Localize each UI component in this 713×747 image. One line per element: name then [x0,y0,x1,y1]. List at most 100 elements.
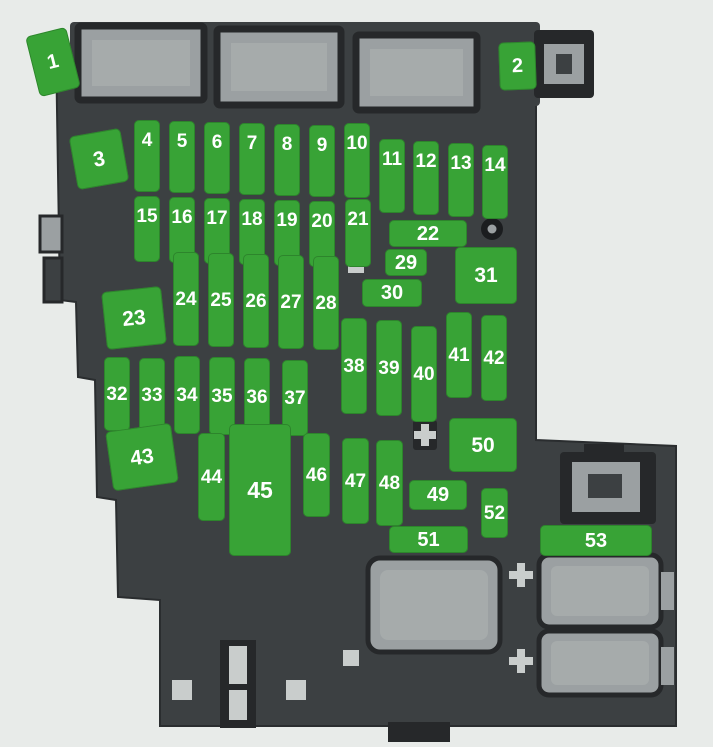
fuse-number: 53 [584,529,608,552]
fuse-number: 27 [280,291,302,313]
fuse-number: 10 [346,133,368,154]
fuse-49: 49 [409,480,467,510]
fuse-12: 12 [413,141,439,215]
fuse-26: 26 [243,254,269,348]
left-clip-top [38,214,64,254]
fuse-number: 24 [175,288,197,310]
fuse-34: 34 [174,356,200,434]
fuse-number: 3 [91,146,107,172]
fuse-number: 16 [171,207,193,228]
fuse-41: 41 [446,312,472,398]
fuse-1: 1 [25,26,81,98]
connector-block-3 [352,31,481,114]
bottom-square-left [172,680,192,700]
top-right-connector [534,30,594,98]
fuse-4: 4 [134,120,160,192]
fuse-22: 22 [389,220,467,247]
relay-right-bottom [536,628,664,698]
bottom-square-right [343,650,359,666]
fuse-number: 23 [121,305,147,331]
fuse-number: 35 [211,385,233,407]
fuse-46: 46 [303,433,330,517]
fuse-number: 22 [416,222,440,245]
fuse-number: 34 [176,384,198,406]
fuse-number: 26 [245,290,267,312]
fuse-50: 50 [449,418,517,472]
fuse-48: 48 [376,440,403,526]
cross-screw-top-icon [509,563,533,587]
fuse-number: 6 [211,132,223,153]
fuse-13: 13 [448,143,474,217]
fuse-29: 29 [385,249,427,276]
fuse-number: 32 [106,383,128,405]
left-clip-bottom [42,256,64,304]
connector-block-1 [74,22,208,104]
fuse-25: 25 [208,253,234,347]
fuse-36: 36 [244,358,270,436]
right-edge-tab-bottom [661,647,674,685]
fuse-15: 15 [134,196,160,262]
relay-right-top [536,552,664,630]
fuse-number: 14 [484,155,506,176]
fuse-23: 23 [101,286,167,350]
fuse-number: 30 [380,282,404,304]
right-plug-connector [560,444,656,524]
fuse-21: 21 [345,199,371,267]
fuse-7: 7 [239,123,265,195]
fuse-47: 47 [342,438,369,524]
fuse-14: 14 [482,145,508,219]
fuse-number: 12 [415,151,437,172]
fuse-number: 28 [315,292,337,314]
fuse-31: 31 [455,247,517,304]
fuse-number: 5 [176,131,188,152]
fuse-number: 33 [141,384,163,406]
fuse-number: 40 [413,363,435,385]
fuse-number: 18 [241,209,263,230]
fuse-38: 38 [341,318,367,414]
fuse-number: 41 [448,344,470,366]
fuse-42: 42 [481,315,507,401]
fuse-number: 25 [210,289,232,311]
bottom-tab [388,722,450,742]
fuse-43: 43 [105,422,179,492]
fuse-number: 31 [474,264,498,287]
fuse-number: 38 [343,355,365,377]
fuse-number: 15 [136,206,158,227]
fuse-10: 10 [344,123,370,198]
fuse-number: 1 [44,49,62,75]
fuse-53: 53 [540,525,652,556]
screw-icon [481,218,503,240]
fuse-number: 21 [347,209,369,230]
fuse-number: 8 [281,134,293,155]
cross-bolt-icon [413,420,437,450]
fuse-number: 9 [316,135,328,156]
fuse-51: 51 [389,526,468,553]
fuse-number: 11 [381,149,403,170]
fuse-number: 2 [511,54,524,78]
fuse-number: 49 [426,484,450,506]
fuse-number: 7 [246,133,258,154]
fuse-number: 44 [200,466,223,488]
fuse-24: 24 [173,252,199,346]
fuse-9: 9 [309,125,335,197]
fuse-30: 30 [362,279,422,307]
fuse-37: 37 [282,360,308,436]
fuse-2: 2 [498,41,537,91]
fuse-28: 28 [313,256,339,350]
fuse-number: 50 [471,433,495,457]
fuse-5: 5 [169,121,195,193]
fuse-39: 39 [376,320,402,416]
fuse-number: 17 [206,208,228,229]
fuse-6: 6 [204,122,230,194]
fuse-number: 29 [394,251,418,274]
fuse-number: 47 [344,470,367,492]
fuse-number: 39 [378,357,400,379]
bottom-slot-connector [220,640,256,728]
cross-screw-bottom-icon [509,649,533,673]
fuse-number: 43 [128,443,156,471]
fuse-11: 11 [379,139,405,213]
fuse-45: 45 [229,424,291,556]
relay-center [365,555,503,655]
